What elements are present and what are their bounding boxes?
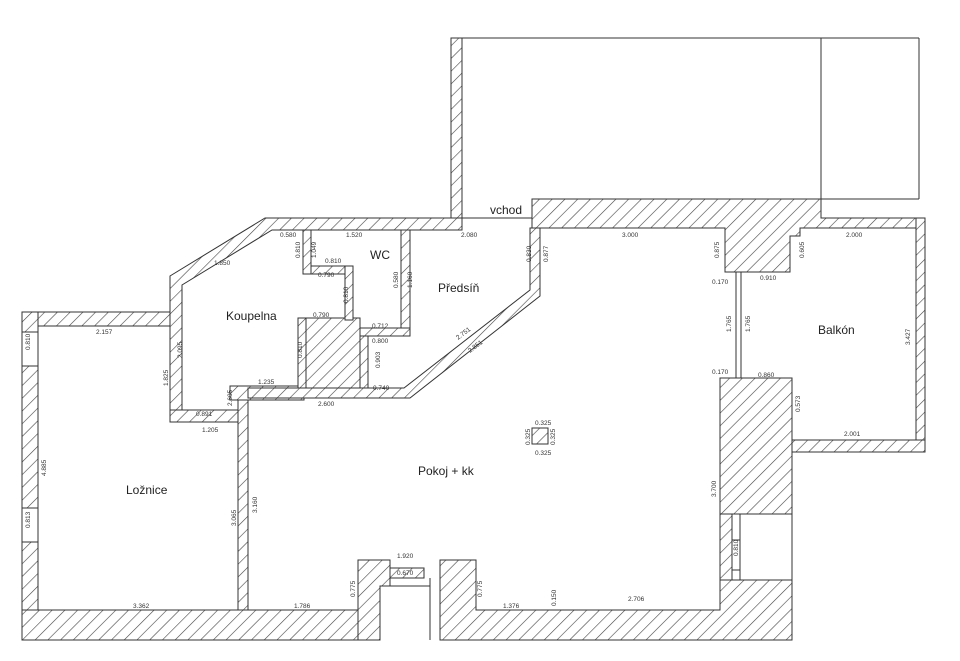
dim-label: 0.810 xyxy=(343,286,350,303)
wall-bedroom-top xyxy=(21,311,171,327)
dim-label: 0.877 xyxy=(543,245,550,262)
dim-label: 1.920 xyxy=(397,553,414,560)
dim-label: 0.580 xyxy=(393,271,400,288)
window-left-top xyxy=(21,331,39,367)
dim-label: 3.427 xyxy=(905,328,912,345)
dim-label: 3.065 xyxy=(231,509,238,526)
central-column xyxy=(531,427,549,445)
dim-label: 1.049 xyxy=(311,241,318,258)
dim-label: 1.205 xyxy=(202,427,219,434)
door-frame xyxy=(389,567,425,579)
dim-label: 3.000 xyxy=(622,232,639,239)
dim-label: 0.325 xyxy=(535,420,552,427)
column-right xyxy=(719,377,793,515)
dim-label: 0.150 xyxy=(551,589,558,606)
dim-label: 0.860 xyxy=(758,372,775,379)
dim-label: 1.376 xyxy=(503,603,520,610)
dim-label: 0.810 xyxy=(25,333,32,350)
dim-label: 0.170 xyxy=(712,369,729,376)
dim-label: 0.325 xyxy=(550,428,557,445)
label-koupelna: Koupelna xyxy=(226,309,277,323)
dim-label: 0.875 xyxy=(714,241,721,258)
dim-label: 0.325 xyxy=(525,428,532,445)
dim-label: 0.580 xyxy=(280,232,297,239)
dim-label: 0.573 xyxy=(795,395,802,412)
dim-label: 0.910 xyxy=(760,275,777,282)
wall-top-living xyxy=(531,198,926,273)
dim-label: 3.160 xyxy=(252,496,259,513)
dim-label: 1.850 xyxy=(214,260,231,267)
dim-label: 2.000 xyxy=(846,232,863,239)
dim-label: 0.810 xyxy=(297,341,304,358)
dim-label: 0.790 xyxy=(313,312,330,319)
wall-wc-inner xyxy=(344,265,354,321)
dim-label: 0.790 xyxy=(318,272,335,279)
dim-label: 1.786 xyxy=(294,603,311,610)
dim-label: 3.362 xyxy=(133,603,150,610)
dim-label: 0.605 xyxy=(799,241,806,258)
dim-label: 2.605 xyxy=(227,389,234,406)
dim-label: 0.712 xyxy=(372,323,389,330)
wall-bottom-left xyxy=(21,609,381,641)
wall-wc-bottom xyxy=(359,327,411,337)
dim-label: 0.810 xyxy=(325,258,342,265)
dim-label: 4.885 xyxy=(41,459,48,476)
wall-wc-left xyxy=(302,229,312,275)
dim-label: 1.520 xyxy=(346,232,363,239)
dim-label: 1.235 xyxy=(258,379,275,386)
dim-label: 2.157 xyxy=(96,329,113,336)
entrance-corridor xyxy=(450,37,920,219)
dim-label: 0.740 xyxy=(373,385,390,392)
shaft-block xyxy=(303,317,361,399)
dim-label: 2.600 xyxy=(318,401,335,408)
dim-label: 1.765 xyxy=(726,315,733,332)
label-vchod: vchod xyxy=(490,203,522,217)
dim-label: 0.325 xyxy=(535,450,552,457)
wall-balcony-bottom xyxy=(789,439,926,453)
window-left-bottom xyxy=(21,507,39,543)
dim-label: 1.825 xyxy=(163,369,170,386)
dim-label: 2.706 xyxy=(628,596,645,603)
wall-hallway-diagonal xyxy=(247,227,541,399)
dim-label: 0.903 xyxy=(375,351,382,368)
dim-label: 0.810 xyxy=(733,539,740,556)
dim-label: 0.800 xyxy=(372,338,389,345)
dim-label: 0.170 xyxy=(712,279,729,286)
dim-label: 2.001 xyxy=(844,431,861,438)
label-pokoj: Pokoj + kk xyxy=(418,464,475,478)
wall-bottom-right xyxy=(439,559,793,641)
dim-label: 1.765 xyxy=(745,315,752,332)
dim-label: 0.810 xyxy=(295,241,302,258)
dim-label: 0.670 xyxy=(397,570,414,577)
label-loznice: Ložnice xyxy=(126,483,168,497)
dim-label: 3.700 xyxy=(711,480,718,497)
dim-label: 0.813 xyxy=(25,511,32,528)
wall-bedroom-right xyxy=(237,395,249,611)
dim-label: 0.891 xyxy=(196,411,213,418)
wall-balcony-right xyxy=(915,217,926,453)
dim-label: 0.830 xyxy=(526,245,533,262)
dim-label: 0.775 xyxy=(477,580,484,597)
label-wc: WC xyxy=(370,248,390,262)
wall-door-left xyxy=(357,559,391,641)
dim-label: 1.160 xyxy=(407,271,414,288)
dim-label: 2.095 xyxy=(177,341,184,358)
corridor-wall-left xyxy=(450,37,463,219)
label-predsin: Předsíň xyxy=(438,281,479,295)
window-right-lower xyxy=(731,539,741,571)
dim-label: 0.775 xyxy=(350,580,357,597)
label-balkon: Balkón xyxy=(818,323,855,337)
dim-label: 2.080 xyxy=(461,232,478,239)
